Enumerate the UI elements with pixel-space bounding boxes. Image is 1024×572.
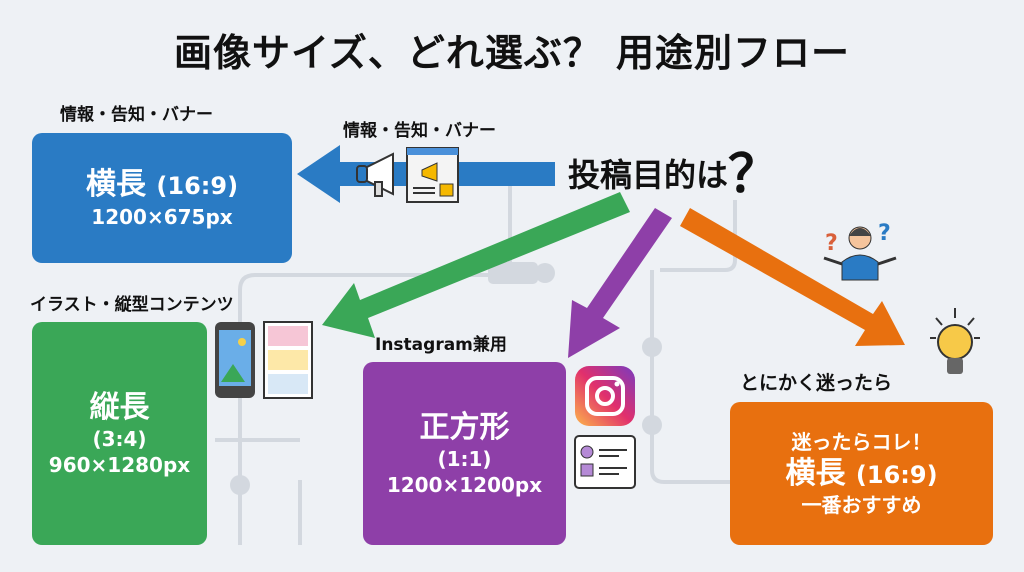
- lightbulb-icon: [930, 308, 980, 374]
- default-card: 迷ったらコレ！ 横長 (16:9) 一番おすすめ: [730, 402, 993, 545]
- default-label: とにかく迷ったら: [740, 372, 893, 394]
- landscape-ratio: (16:9): [156, 172, 239, 201]
- landscape-name: 横長: [85, 167, 146, 203]
- square-name: 正方形: [419, 409, 510, 445]
- portrait-name: 縦長: [89, 389, 150, 425]
- square-size: 1200×1200px: [386, 473, 543, 498]
- arrow-square: [568, 208, 672, 358]
- megaphone-icon: [356, 152, 394, 197]
- square-label: Instagram兼用: [375, 335, 507, 355]
- question-heading: 投稿目的は？: [568, 132, 780, 207]
- web-banner-icon: [406, 147, 459, 203]
- confused-person-icon: ? ?: [823, 221, 897, 281]
- default-headline: 迷ったらコレ！: [791, 429, 932, 454]
- landscape-card: 横長 (16:9) 1200×675px: [32, 133, 292, 263]
- portrait-ratio: (3:4): [92, 427, 147, 452]
- portrait-size: 960×1280px: [48, 453, 191, 478]
- landscape-size: 1200×675px: [91, 204, 233, 229]
- profile-card-icon: [574, 435, 636, 489]
- question-text: 投稿目的は: [568, 156, 729, 194]
- arrow-portrait: [322, 192, 630, 338]
- instagram-icon: [575, 366, 635, 426]
- smartphone-icon: [215, 322, 255, 398]
- svg-text:?: ?: [825, 231, 838, 256]
- svg-text:?: ?: [878, 221, 891, 246]
- landscape-arrow-label: 情報・告知・バナー: [343, 121, 496, 141]
- question-mark: ？: [728, 145, 781, 205]
- square-ratio: (1:1): [437, 447, 492, 472]
- default-title: 横長 (16:9): [785, 455, 937, 493]
- default-name: 横長: [785, 455, 846, 491]
- comic-panels-icon: [263, 321, 313, 399]
- square-card: 正方形 (1:1) 1200×1200px: [363, 362, 566, 545]
- portrait-card: 縦長 (3:4) 960×1280px: [32, 322, 207, 545]
- landscape-label: 情報・告知・バナー: [60, 105, 213, 125]
- portrait-label: イラスト・縦型コンテンツ: [30, 295, 234, 315]
- arrow-default: [680, 208, 905, 346]
- default-note: 一番おすすめ: [801, 493, 922, 518]
- default-ratio: (16:9): [855, 460, 938, 489]
- landscape-title: 横長 (16:9): [86, 166, 238, 204]
- page-title: 画像サイズ、どれ選ぶ？ 用途別フロー: [173, 31, 851, 75]
